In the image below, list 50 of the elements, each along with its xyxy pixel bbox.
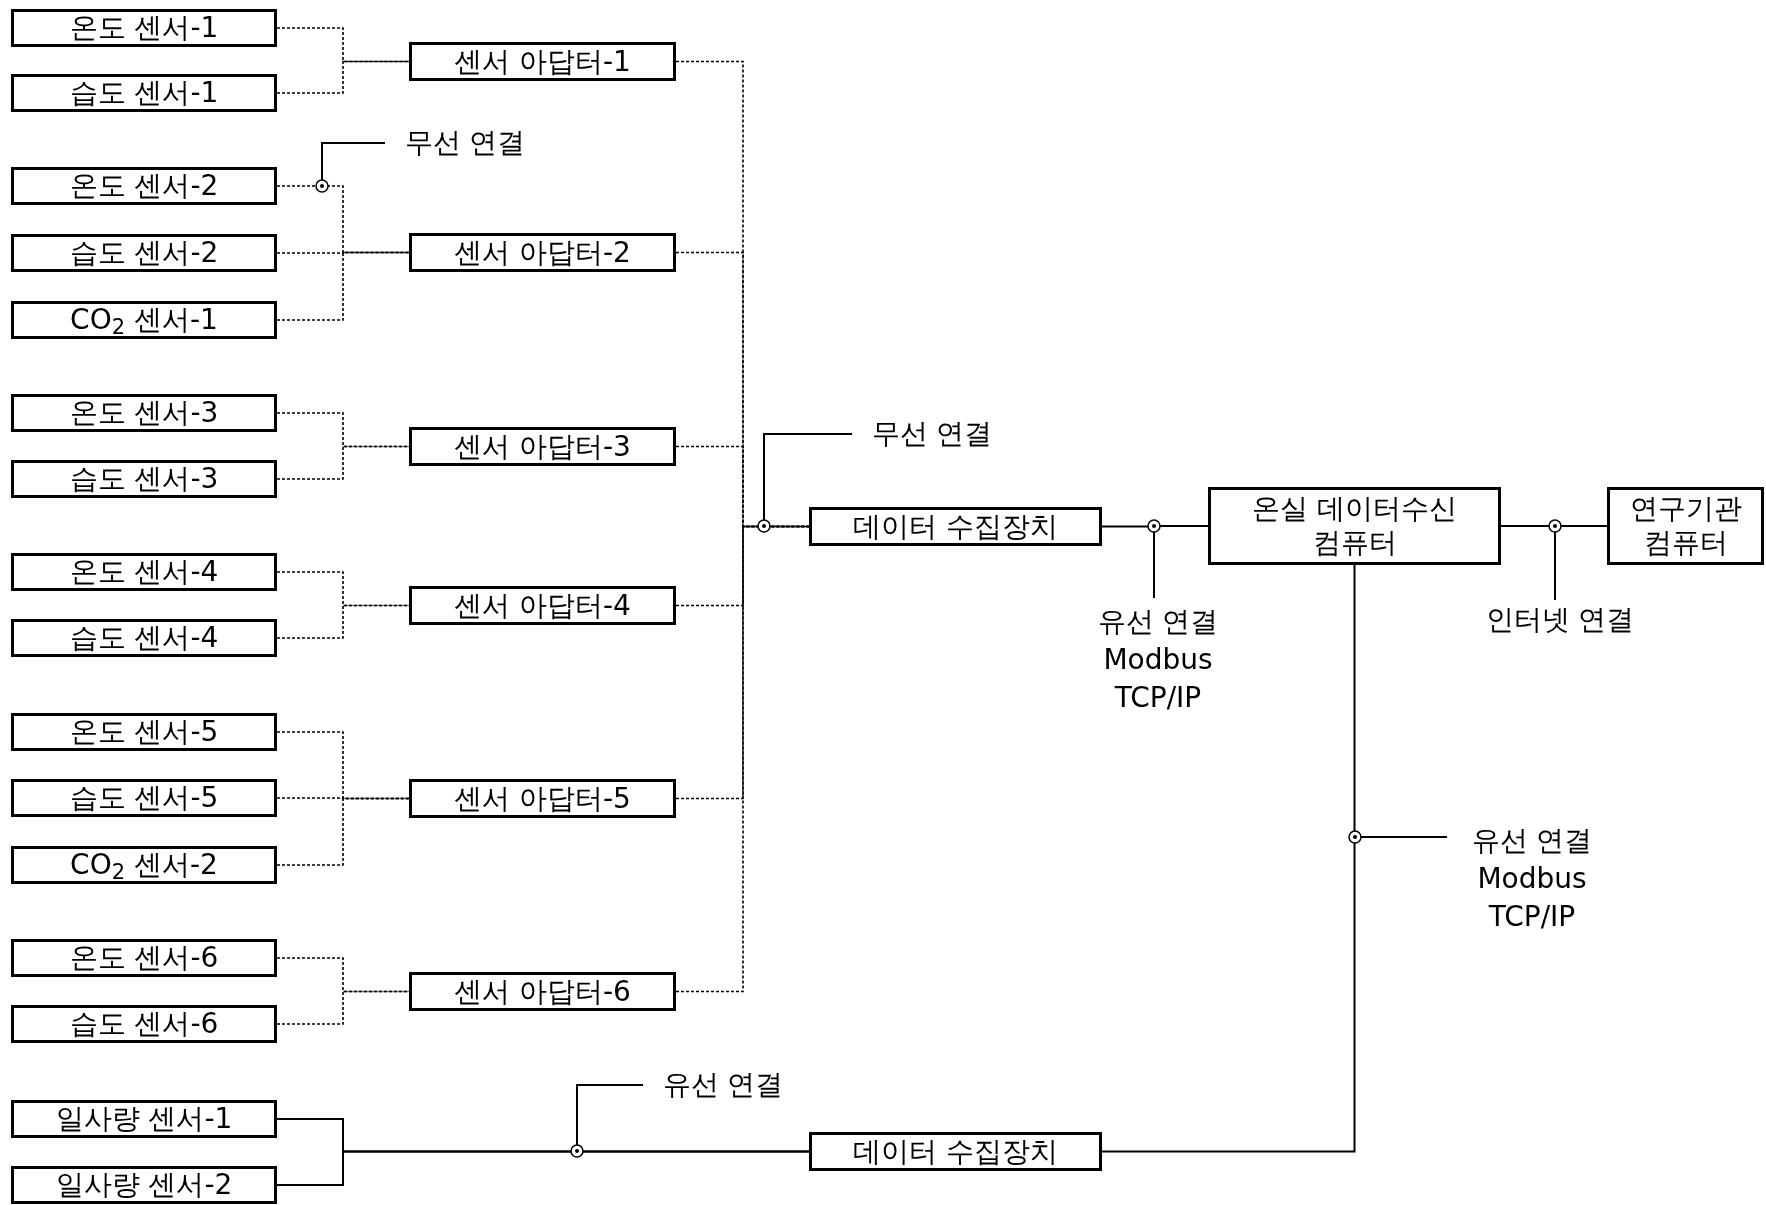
device-box: 습도 센서-1 — [11, 74, 277, 112]
leader-line — [757, 433, 853, 533]
connector-line — [276, 604, 410, 639]
device-box: 습도 센서-4 — [11, 619, 277, 657]
device-box: 데이터 수집장치 — [809, 1132, 1102, 1171]
connector-line — [1500, 525, 1608, 527]
device-box: CO$_{2}$ 센서-2 — [11, 846, 277, 884]
device-box: 온도 센서-5 — [11, 713, 277, 751]
connector-line — [276, 990, 410, 1025]
connector-line — [276, 60, 410, 94]
device-box: 센서 아답터-3 — [409, 427, 676, 466]
connection-label: 유선 연결 Modbus TCP/IP — [1447, 816, 1617, 942]
connector-line — [1101, 564, 1356, 1153]
device-box: 일사량 센서-1 — [11, 1100, 277, 1138]
leader-line — [1147, 519, 1161, 599]
device-box: 온도 센서-6 — [11, 939, 277, 977]
device-box: 센서 아답터-2 — [409, 233, 676, 272]
leader-line — [1548, 519, 1562, 601]
connector-line — [276, 251, 410, 321]
connector-line — [276, 251, 410, 254]
device-box: CO$_{2}$ 센서-1 — [11, 301, 277, 339]
device-box: 데이터 수집장치 — [809, 507, 1102, 546]
connector-line — [1101, 525, 1209, 528]
device-box: 습도 센서-5 — [11, 779, 277, 817]
connection-label: 유선 연결 — [643, 1066, 803, 1104]
device-box: 습도 센서-3 — [11, 460, 277, 498]
device-box: 센서 아답터-5 — [409, 779, 676, 818]
leader-line — [1348, 830, 1448, 844]
connector-line — [276, 797, 410, 866]
connector-line — [276, 445, 410, 480]
device-box: 연구기관 컴퓨터 — [1607, 487, 1764, 565]
connector-line — [276, 1150, 810, 1186]
device-box: 센서 아답터-1 — [409, 42, 676, 81]
connection-label: 무선 연결 — [852, 415, 1012, 453]
device-box: 센서 아답터-6 — [409, 972, 676, 1011]
device-box: 온도 센서-4 — [11, 553, 277, 591]
device-box: 일사량 센서-2 — [11, 1166, 277, 1204]
device-box: 온도 센서-2 — [11, 167, 277, 205]
device-box: 습도 센서-2 — [11, 234, 277, 272]
connection-label: 인터넷 연결 — [1455, 600, 1665, 640]
device-box: 센서 아답터-4 — [409, 586, 676, 625]
device-box: 온도 센서-3 — [11, 394, 277, 432]
leader-line — [570, 1084, 644, 1158]
connector-line — [675, 525, 810, 993]
connection-label: 유선 연결 Modbus TCP/IP — [1063, 598, 1253, 722]
device-box: 온실 데이터수신 컴퓨터 — [1208, 487, 1501, 565]
device-box: 습도 센서-6 — [11, 1005, 277, 1043]
device-box: 온도 센서-1 — [11, 9, 277, 47]
connection-label: 무선 연결 — [385, 124, 545, 162]
leader-line — [315, 142, 386, 193]
